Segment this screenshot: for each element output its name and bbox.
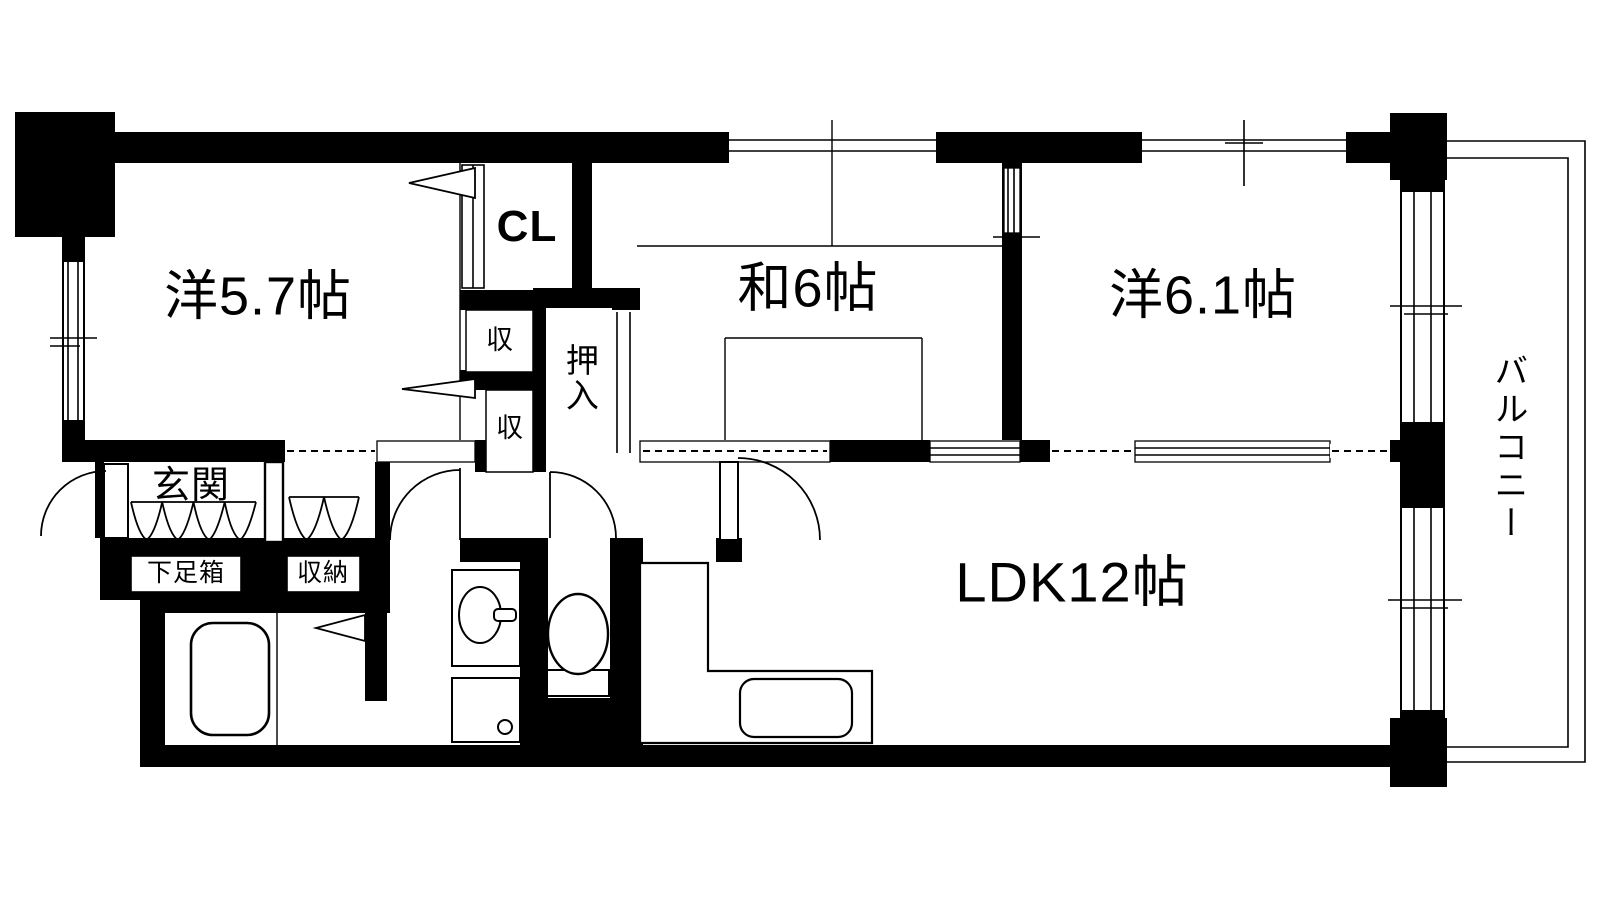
wall-ldk-door-hinge [716,538,742,562]
wall-bath-left [140,590,165,745]
window-right1-glazing [1390,192,1462,422]
label-balcony: バルコニー [1488,353,1527,543]
genkan-hall-door [263,460,285,544]
wall-bath-top [140,590,390,613]
pillar-top-left [15,112,115,237]
doors [40,457,821,542]
storage-cabinet-box [286,555,361,593]
sliding-door-bedroom1 [376,440,476,463]
toilet-bowl [546,592,610,676]
toilet-door-arc [549,471,617,539]
tatami-lines [637,120,1002,440]
bathroom-door-triangle [312,613,366,643]
entrance-door-leaf [103,463,129,539]
sliding-panel-lines [930,447,1330,456]
window-right-2 [1402,508,1443,710]
wall-nook-right [375,462,390,540]
cl-door-triangle [408,166,476,200]
washbasin-faucet [493,608,517,622]
ldk-door-arc [737,457,821,541]
label-ldk: LDK12帖 [955,550,1189,614]
label-japanese: 和6帖 [737,258,879,319]
balcony-outline [1447,140,1586,763]
label-storage-upper: 収 [486,324,514,355]
window-left [64,262,83,420]
wall-band-5 [1020,440,1050,462]
sliding-door-mid [929,440,1021,463]
storage-lower-box [485,389,534,473]
wall-toilet-right [610,538,643,745]
label-storage-lower: 収 [496,412,524,443]
wall-top-2 [936,132,1142,163]
oshiire-box [546,308,612,472]
fixtures [189,561,874,745]
fusuma-lines [616,312,631,453]
label-storage-cabinet: 収納 [296,558,350,587]
wall-bottom [140,745,1447,767]
window-left-glazing [50,262,97,420]
balcony-inner-line [1447,157,1569,748]
wall-band-6 [1390,440,1400,462]
storage-door-triangle [401,377,476,400]
label-cl: CL [496,201,558,251]
oshiire-fusuma [612,310,638,462]
pillar-top-right [1390,113,1447,180]
sliding-door-bedroom2 [1134,440,1331,463]
wall-cl-right [572,163,592,290]
windows-and-closets [64,133,1443,710]
ldk-door-leaf [719,461,739,541]
detail-lines [50,120,1462,745]
window-right-1 [1402,192,1443,422]
wall-oshiire-right-top [612,288,640,310]
wall-bath-inner [365,613,387,701]
wall-band-4 [830,440,930,462]
label-western1: 洋5.7帖 [163,266,353,327]
divider-window-glazing [993,168,1040,238]
label-oshiire: 押入 [561,343,599,413]
storage-folding-doors [288,496,360,542]
window-right2-glazing [1388,508,1462,710]
label-western2: 洋6.1帖 [1108,265,1298,326]
kitchen-sink [738,677,854,739]
bathtub [189,621,271,737]
wall-right-mid [1400,425,1445,500]
wall-entrance-side [95,462,104,538]
wall-oshiire-top [533,288,638,308]
wall-oshiire-left [533,308,546,440]
wall-under-toilet [543,698,610,745]
shoe-cabinet-folding-doors [130,501,257,542]
label-genkan: 玄関 [151,465,231,508]
entrance-door-arc [40,470,107,537]
door-triangles [312,166,476,643]
wall-top-1 [115,132,729,163]
storage-upper-box [465,309,534,373]
door-pocket-1 [285,444,377,458]
washroom-door-arc [389,468,461,541]
washer-drain [497,719,513,735]
window-top2-glazing [1142,120,1346,186]
shoe-cabinet-box [130,555,242,593]
wall-band-1 [62,440,285,462]
divider-window [1003,167,1021,234]
balcony-outer-line [1447,140,1586,763]
label-shoe-cabinet: 下足箱 [146,558,226,587]
wall-between-storage [460,370,533,390]
